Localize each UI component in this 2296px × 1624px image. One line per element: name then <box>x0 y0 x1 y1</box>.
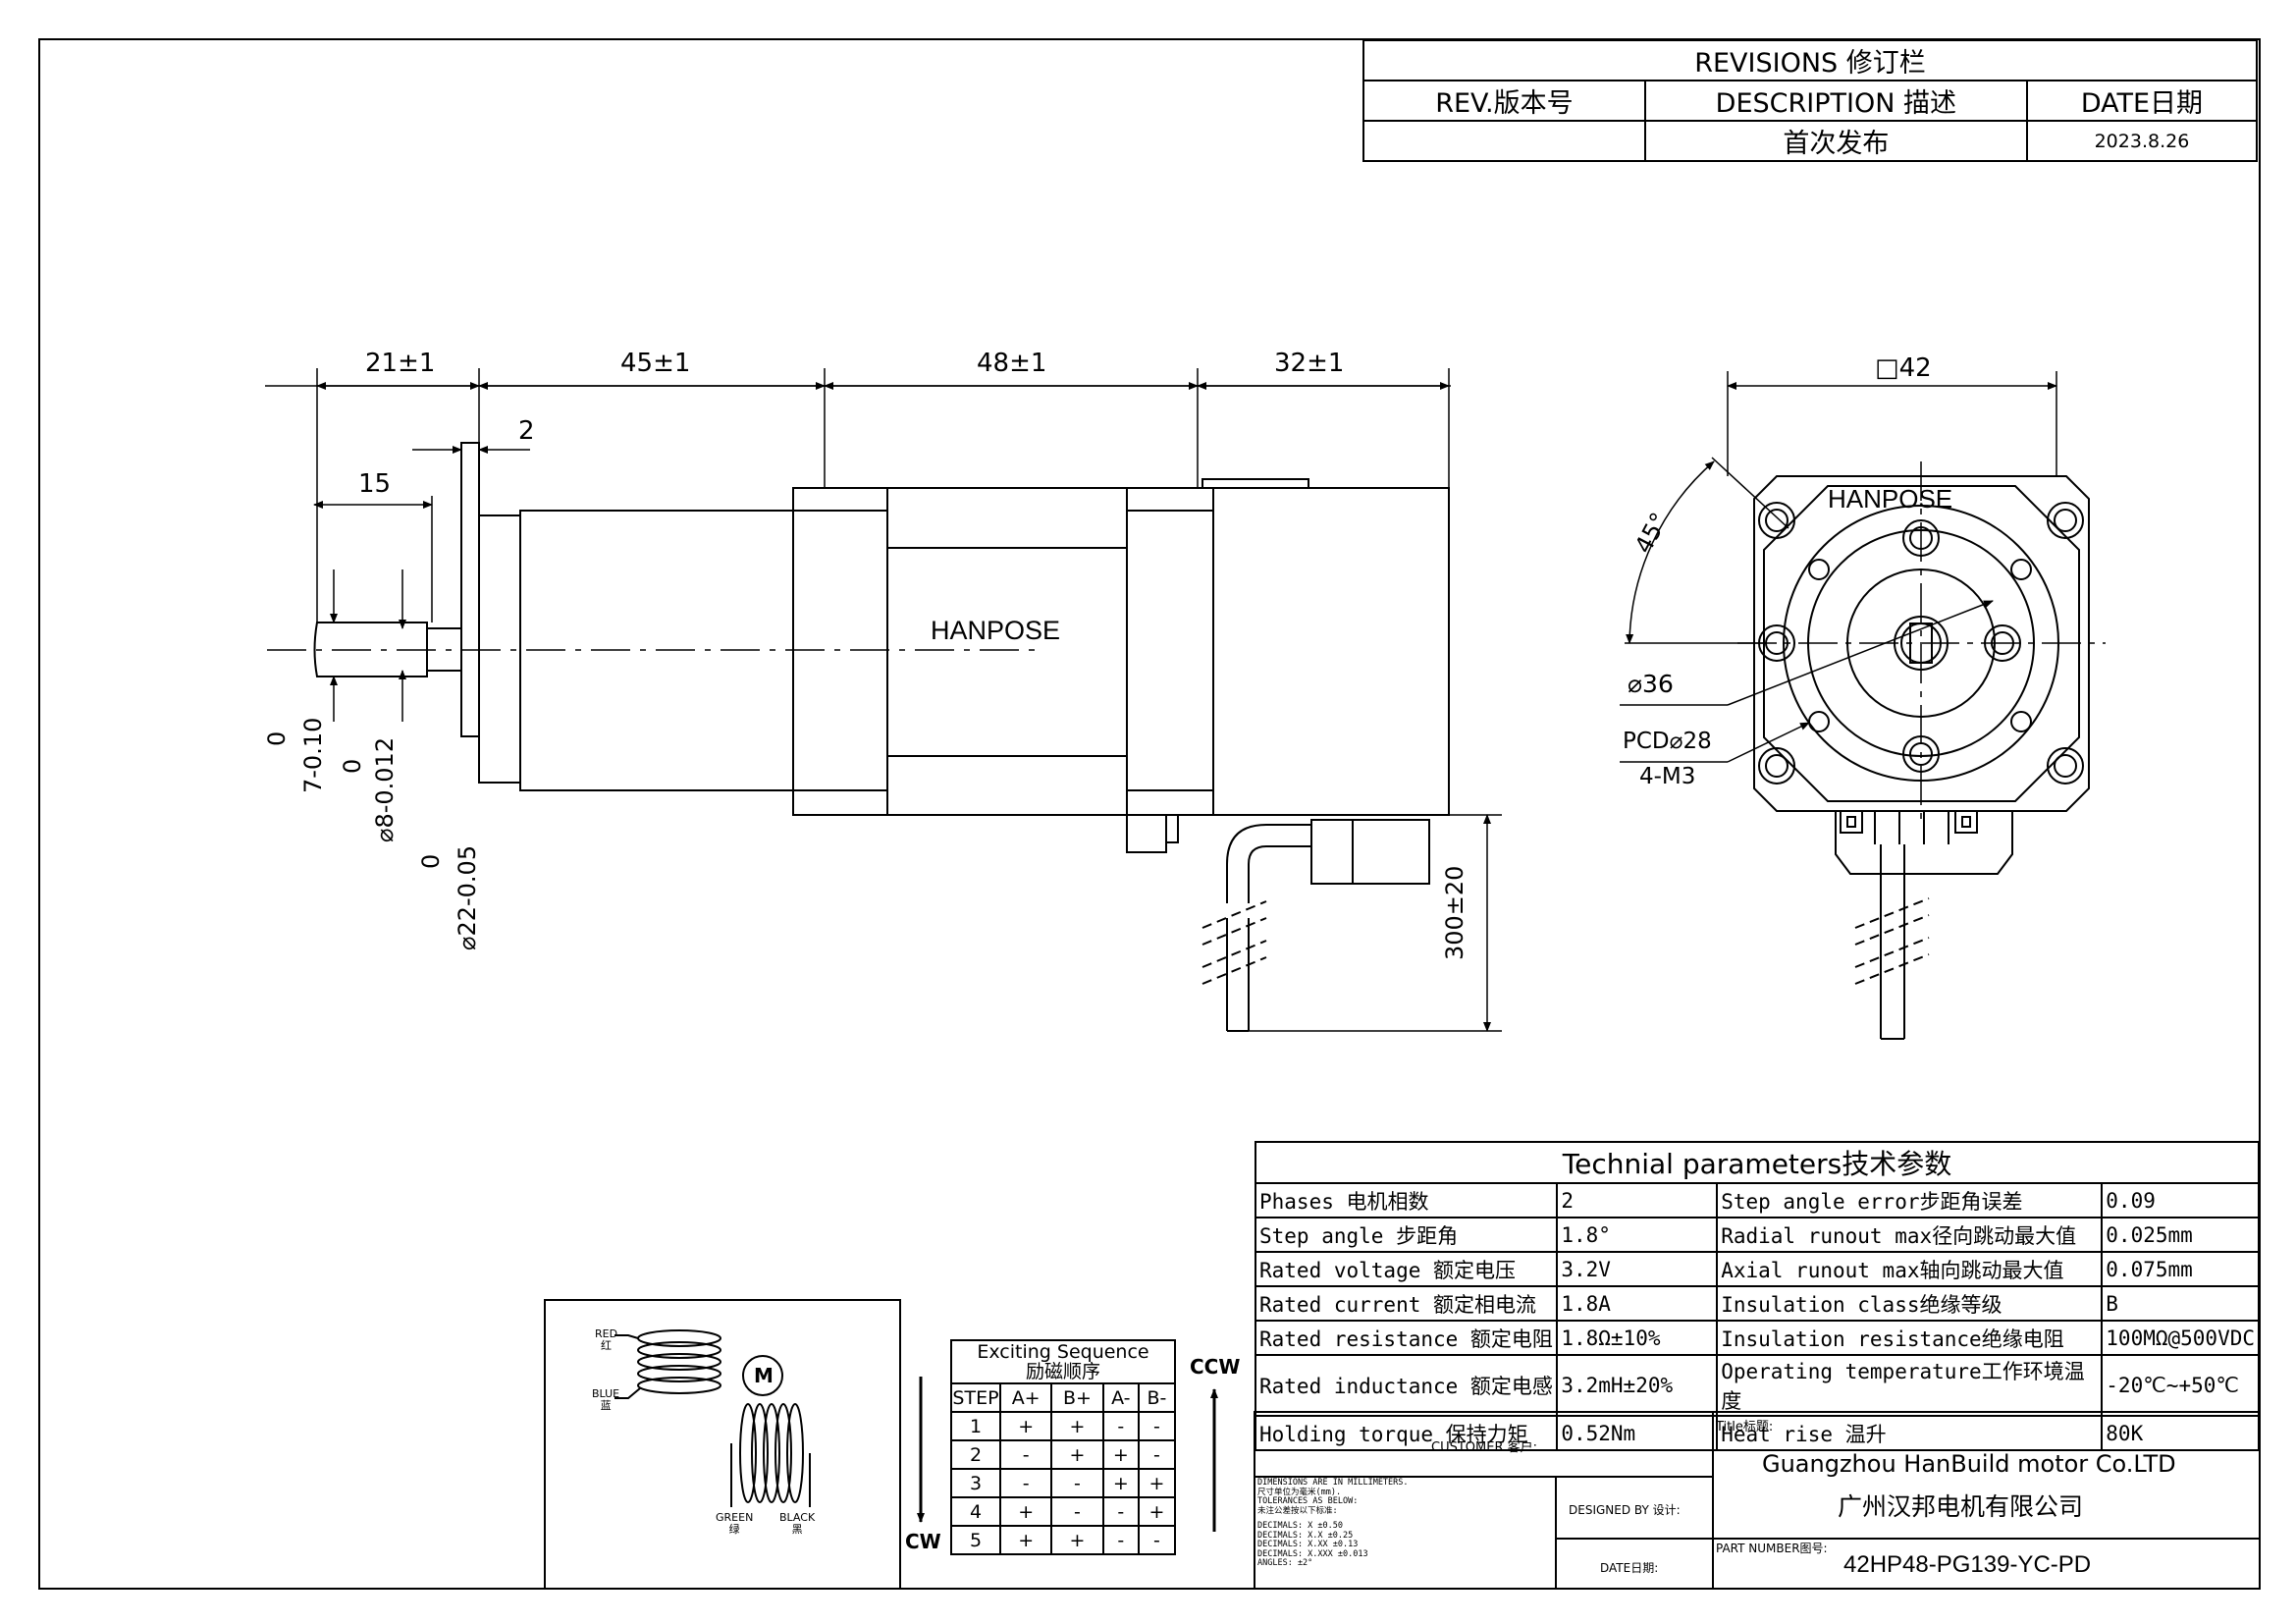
revision-date: 2023.8.26 <box>2025 120 2259 162</box>
tol-flat-upper: 0 <box>263 731 291 746</box>
rev-column-header: REV.版本号 <box>1362 80 1646 122</box>
motor-symbol: M <box>754 1364 774 1387</box>
revisions-table: REVISIONS 修订栏 REV.版本号 DESCRIPTION 描述 DAT… <box>1362 39 2259 162</box>
seq-row: 5++-- <box>950 1525 1177 1555</box>
wiring-diagram <box>544 1299 1218 1590</box>
seq-header-a-plus: A+ <box>998 1382 1053 1413</box>
customer-label: CUSTOMER 客户: <box>1431 1440 1537 1455</box>
params-title: Technial parameters技术参数 <box>1255 1141 2260 1184</box>
revisions-title: REVISIONS 修订栏 <box>1362 39 2258 81</box>
dim-15: 15 <box>358 469 392 499</box>
seq-row: 4+--+ <box>950 1496 1177 1527</box>
ccw-label: CCW <box>1190 1355 1241 1379</box>
seq-header-b-plus: B+ <box>1050 1382 1104 1413</box>
tol-pilot-diameter: ⌀22-0.05 <box>454 844 481 950</box>
tol-shaft-diameter: ⌀8-0.012 <box>371 736 399 842</box>
dim-shaft-length: 21±1 <box>365 349 436 378</box>
seq-header-step: STEP <box>950 1382 1001 1413</box>
dim-square: □42 <box>1875 353 1932 383</box>
dim-gearbox-length: 45±1 <box>620 349 691 378</box>
designed-by-label: DESIGNED BY 设计: <box>1569 1503 1681 1517</box>
dim-screws: 4-M3 <box>1639 764 1696 789</box>
seq-header-a-minus: A- <box>1101 1382 1140 1413</box>
dim-2: 2 <box>518 416 535 446</box>
company-name-cn: 广州汉邦电机有限公司 <box>1838 1492 2084 1521</box>
cw-label: CW <box>905 1530 941 1553</box>
seq-header-b-minus: B- <box>1137 1382 1177 1413</box>
dim-motor-length: 48±1 <box>977 349 1047 378</box>
side-view-brand: HANPOSE <box>931 616 1061 645</box>
dim-bore: ⌀36 <box>1628 670 1674 698</box>
dim-pcd: PCD⌀28 <box>1623 729 1712 754</box>
seq-row: 1++-- <box>950 1411 1177 1441</box>
tolerance-notes: DIMENSIONS ARE IN MILLIMETERS. 尺寸单位为毫米(m… <box>1257 1478 1409 1568</box>
date-label: DATE日期: <box>1600 1561 1659 1575</box>
front-view <box>1620 371 2106 1040</box>
revision-rev <box>1362 120 1646 162</box>
tol-flat: 7-0.10 <box>299 717 327 793</box>
front-view-brand: HANPOSE <box>1828 484 1953 514</box>
drawing-frame <box>38 38 2261 1590</box>
seq-row: 2-++- <box>950 1439 1177 1470</box>
revision-description: 首次发布 <box>1643 120 2028 162</box>
side-view <box>265 368 1502 1032</box>
tol-shaft-upper: 0 <box>339 758 366 774</box>
company-name-en: Guangzhou HanBuild motor Co.LTD <box>1762 1450 2176 1478</box>
dim-lead-length: 300±20 <box>1441 865 1468 960</box>
date-column-header: DATE日期 <box>2025 80 2259 122</box>
description-column-header: DESCRIPTION 描述 <box>1643 80 2028 122</box>
tol-pilot-upper: 0 <box>417 853 445 869</box>
title-label: Title标题: <box>1716 1420 1774 1435</box>
dim-rear-length: 32±1 <box>1274 349 1345 378</box>
part-number: 42HP48-PG139-YC-PD <box>1843 1551 2092 1578</box>
part-number-label: PART NUMBER图号: <box>1716 1542 1828 1555</box>
seq-row: 3--++ <box>950 1468 1177 1498</box>
